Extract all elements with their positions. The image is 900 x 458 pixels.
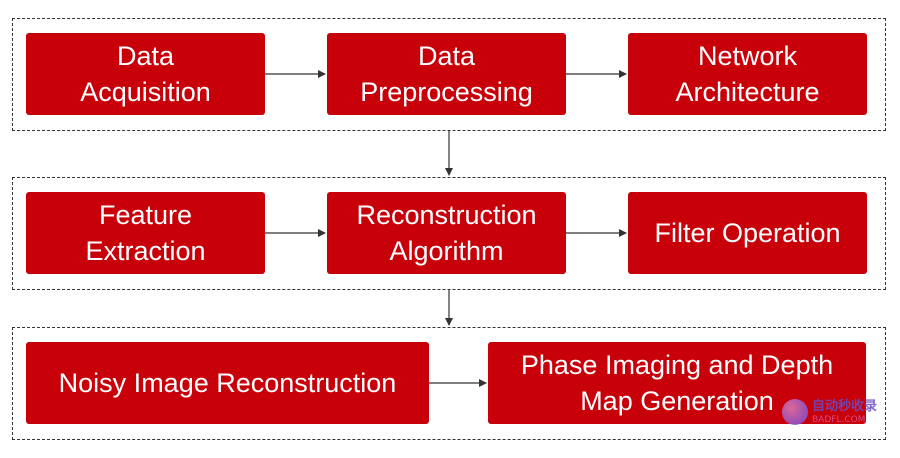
watermark-url-text: BADFL.COM bbox=[812, 414, 866, 425]
watermark-cn-text: 自动秒收录 bbox=[812, 398, 878, 414]
data-acquisition-box: Data Acquisition bbox=[26, 33, 265, 115]
noisy-image-reconstruction-box: Noisy Image Reconstruction bbox=[26, 342, 429, 424]
data-acquisition-label: Data Acquisition bbox=[80, 41, 211, 107]
stage-group-2 bbox=[12, 177, 886, 290]
watermark: 自动秒收录 BADFL.COM bbox=[782, 388, 882, 436]
data-preprocessing-label: Data Preprocessing bbox=[360, 41, 533, 107]
watermark-logo-icon bbox=[782, 399, 808, 425]
network-architecture-label: Network Architecture bbox=[675, 41, 820, 107]
phase-imaging-label: Phase Imaging and Depth Map Generation bbox=[520, 350, 834, 416]
stage-group-3 bbox=[12, 327, 886, 440]
noisy-image-reconstruction-label: Noisy Image Reconstruction bbox=[58, 368, 397, 398]
data-preprocessing-box: Data Preprocessing bbox=[327, 33, 566, 115]
feature-extraction-box: Feature Extraction bbox=[26, 192, 265, 274]
reconstruction-algorithm-box: Reconstruction Algorithm bbox=[327, 192, 566, 274]
feature-extraction-label: Feature Extraction bbox=[85, 200, 206, 266]
network-architecture-box: Network Architecture bbox=[628, 33, 867, 115]
filter-operation-box: Filter Operation bbox=[628, 192, 867, 274]
filter-operation-label: Filter Operation bbox=[654, 218, 841, 248]
reconstruction-algorithm-label: Reconstruction Algorithm bbox=[356, 200, 537, 266]
phase-imaging-box: Phase Imaging and Depth Map Generation bbox=[488, 342, 866, 424]
stage-group-1 bbox=[12, 18, 886, 131]
